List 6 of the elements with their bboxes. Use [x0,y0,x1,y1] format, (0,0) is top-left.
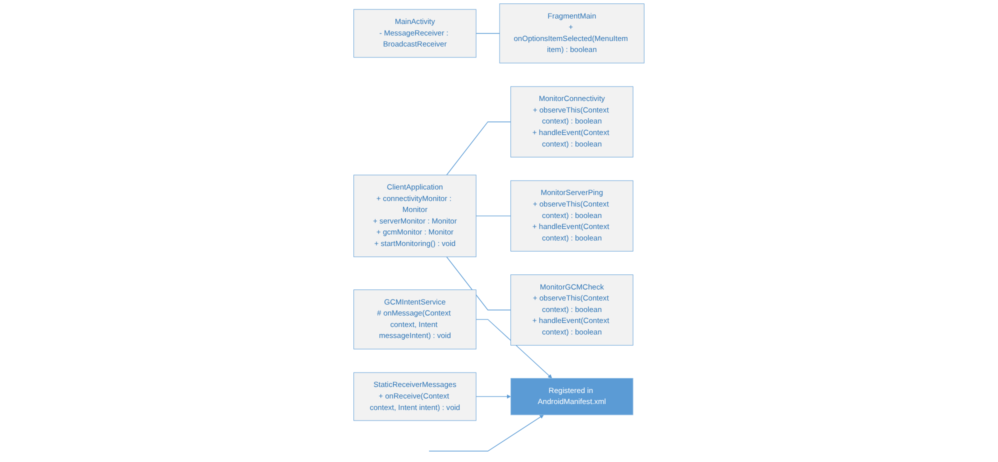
connector [476,33,500,34]
connector [446,256,512,310]
arrow [476,394,511,399]
arrow [428,414,544,452]
connector [446,122,512,176]
arrow [476,319,552,378]
